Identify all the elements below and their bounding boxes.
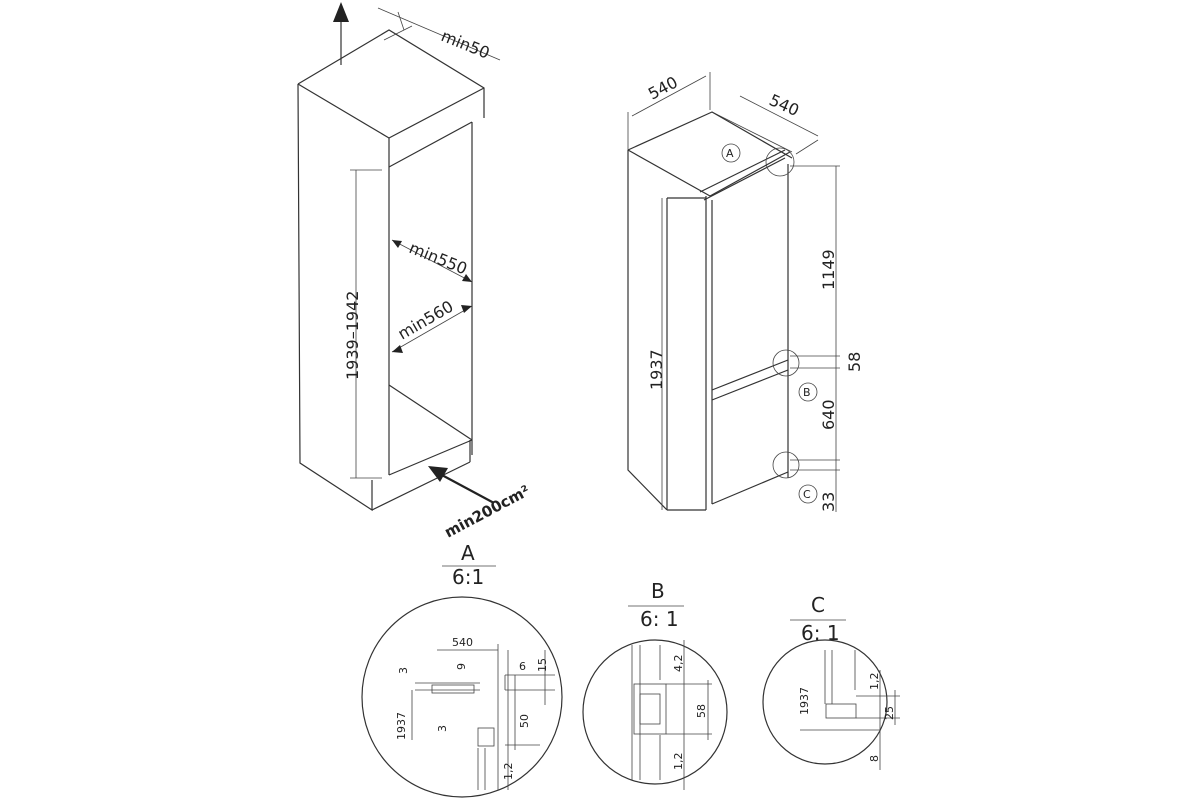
detail-b-d58: 58 xyxy=(695,704,708,718)
detail-a-hinge-plate xyxy=(477,727,495,747)
appliance-drawing: 540 540 1937 1149 58 640 33 xyxy=(627,72,864,512)
vent-arrow-head xyxy=(428,466,448,482)
detail-b-title: B xyxy=(651,579,665,603)
detail-a-d12: 1,2 xyxy=(502,763,515,781)
airflow-up-arrow xyxy=(333,2,349,22)
detail-b-d12: 1,2 xyxy=(672,753,685,771)
detail-a-d3-top: 3 xyxy=(397,667,410,674)
detail-b-hinge xyxy=(633,683,667,735)
depth-arrow-head-right xyxy=(462,274,472,282)
detail-b-hinge-inner xyxy=(639,693,661,725)
niche-top-gap-label: min50 xyxy=(439,26,493,63)
detail-a-scale: 6:1 xyxy=(452,565,484,589)
detail-b-d42: 4,2 xyxy=(672,655,685,673)
detail-c-scale: 6: 1 xyxy=(801,621,840,645)
appliance-depth-label: 540 xyxy=(766,90,802,120)
detail-a-height: 1937 xyxy=(395,712,408,740)
detail-b: B 6: 1 4,2 58 1,2 xyxy=(582,579,728,790)
niche-height-label: 1939–1942 xyxy=(343,291,362,380)
detail-a-d50: 50 xyxy=(518,714,531,728)
detail-c-d25: 25 xyxy=(883,706,896,720)
detail-a-d3-low: 3 xyxy=(436,725,449,732)
upper-section-label: 1149 xyxy=(819,249,838,290)
callout-a-label: A xyxy=(726,147,734,160)
detail-a-hinge-top xyxy=(431,684,475,694)
callout-b-label: B xyxy=(803,386,811,399)
detail-c-d8: 8 xyxy=(868,755,881,762)
detail-a-title: A xyxy=(461,541,475,565)
detail-b-scale: 6: 1 xyxy=(640,607,679,631)
width-arrow-head-right xyxy=(461,305,472,313)
detail-c-height: 1937 xyxy=(798,687,811,715)
detail-a-width: 540 xyxy=(452,636,473,649)
niche-depth-label: min550 xyxy=(407,238,470,278)
niche-drawing: min50 1939–1942 min550 min560 min200cm² xyxy=(297,2,533,542)
detail-c-d12: 1,2 xyxy=(868,673,881,691)
detail-c-foot xyxy=(825,703,857,719)
niche-vent-label: min200cm² xyxy=(441,482,532,542)
depth-arrow-head-left xyxy=(392,240,402,248)
lower-section-label: 640 xyxy=(819,399,838,430)
detail-a-d6: 6 xyxy=(519,660,526,673)
middle-gap-label: 58 xyxy=(845,352,864,372)
detail-c-title: C xyxy=(811,593,825,617)
detail-a-d15: 15 xyxy=(536,658,549,672)
detail-a-d9: 9 xyxy=(455,663,468,670)
width-arrow-head-left xyxy=(392,345,403,353)
detail-c: C 6: 1 1937 1,2 25 8 xyxy=(762,593,900,770)
bottom-label: 33 xyxy=(819,492,838,512)
detail-a: A 6:1 540 9 6 15 3 1937 3 50 1,2 xyxy=(361,541,563,798)
appliance-height-label: 1937 xyxy=(647,349,666,390)
callout-c-label: C xyxy=(803,488,811,501)
